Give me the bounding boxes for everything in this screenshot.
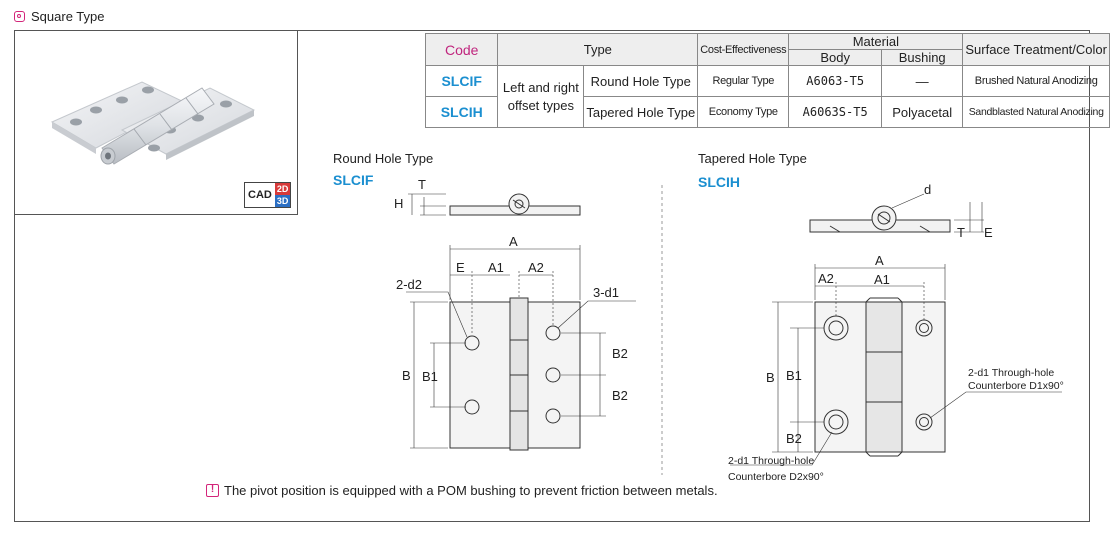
- header-surface: Surface Treatment/Color: [962, 33, 1110, 66]
- round-drawing-title: Round Hole Type: [333, 151, 434, 166]
- dim-3-d1: 3-d1: [593, 285, 619, 300]
- hinge-photo: [50, 81, 256, 165]
- product-frame: [14, 30, 1090, 522]
- tapered-drawing-title: Tapered Hole Type: [698, 151, 807, 166]
- table-row: SLCIF Left and right offset types Round …: [424, 65, 1110, 128]
- dim-b2-lower: B2: [612, 388, 628, 403]
- header-code: Code: [424, 33, 499, 66]
- header-bushing: Bushing: [881, 49, 964, 66]
- row-cost: Regular Type: [697, 65, 790, 97]
- header-material: Material: [788, 33, 964, 50]
- tapered-drawing-code: SLCIH: [698, 174, 740, 190]
- callout-right-line1: 2-d1 Through-hole: [968, 367, 1054, 379]
- dim-b2-upper: B2: [612, 346, 628, 361]
- row-subtype: Tapered Hole Type: [583, 96, 699, 128]
- tapered-hole-drawing: d T E A A2 A1 B B1 B2 2-d1 Through-hole …: [728, 182, 1064, 483]
- header-cost: Cost-Effectiveness: [697, 33, 790, 66]
- row-code: SLCIH: [424, 96, 499, 128]
- table-row: SLCIH Tapered Hole Type Economy Type A60…: [424, 96, 1110, 128]
- row-subtype: Round Hole Type: [583, 65, 699, 97]
- row-surface: Brushed Natural Anodizing: [962, 65, 1110, 97]
- cad-label: CAD: [245, 183, 275, 207]
- dim-b: B: [766, 370, 775, 385]
- row-surface: Sandblasted Natural Anodizing: [962, 96, 1110, 128]
- dim-a2: A2: [528, 260, 544, 275]
- dim-a2: A2: [818, 271, 834, 286]
- dim-a: A: [509, 234, 518, 249]
- callout-right-line2: Counterbore D1x90°: [968, 380, 1064, 392]
- dim-2-d2: 2-d2: [396, 277, 422, 292]
- drawing-divider: [661, 185, 663, 475]
- product-photo-box: [14, 30, 298, 215]
- dim-a: A: [875, 253, 884, 268]
- dim-e: E: [456, 260, 465, 275]
- dim-h: H: [394, 196, 403, 211]
- header-body: Body: [788, 49, 883, 66]
- row-code: SLCIF: [424, 65, 499, 97]
- dim-d: d: [924, 182, 931, 197]
- exclamation-icon: !: [206, 484, 219, 497]
- dim-a1: A1: [874, 272, 890, 287]
- dim-b2: B2: [786, 431, 802, 446]
- cad-badge[interactable]: CAD 2D 3D: [244, 182, 292, 208]
- row-body: A6063S-T5: [788, 96, 883, 128]
- dim-b1: B1: [422, 369, 438, 384]
- section-title: Square Type: [14, 9, 104, 24]
- footnote: ! The pivot position is equipped with a …: [206, 483, 718, 498]
- row-bushing: Polyacetal: [881, 96, 964, 128]
- row-cost: Economy Type: [697, 96, 790, 128]
- shared-type: Left and right offset types: [497, 65, 585, 128]
- dim-b: B: [402, 368, 411, 383]
- dim-a1: A1: [488, 260, 504, 275]
- round-drawing-code: SLCIF: [333, 172, 374, 188]
- callout-left-line1: 2-d1 Through-hole: [728, 455, 814, 467]
- header-type: Type: [497, 33, 699, 66]
- footnote-text: The pivot position is equipped with a PO…: [224, 483, 718, 498]
- cad-3d-label: 3D: [274, 195, 291, 207]
- dim-b1: B1: [786, 368, 802, 383]
- dim-t: T: [957, 225, 965, 240]
- round-hole-drawing: T H A E A1 A2 2-d2 3-d1 B B1 B2 B2: [394, 177, 636, 451]
- dim-e: E: [984, 225, 993, 240]
- callout-left-line2: Counterbore D2x90°: [728, 471, 824, 483]
- cad-dims: 2D 3D: [274, 183, 291, 207]
- row-body: A6063-T5: [788, 65, 883, 97]
- row-bushing: —: [881, 65, 964, 97]
- square-type-icon: [14, 11, 25, 22]
- cad-2d-label: 2D: [274, 183, 291, 195]
- section-title-text: Square Type: [31, 9, 105, 24]
- spec-table: Code Type Cost-Effectiveness Material Su…: [424, 33, 1110, 128]
- dim-t: T: [418, 177, 426, 192]
